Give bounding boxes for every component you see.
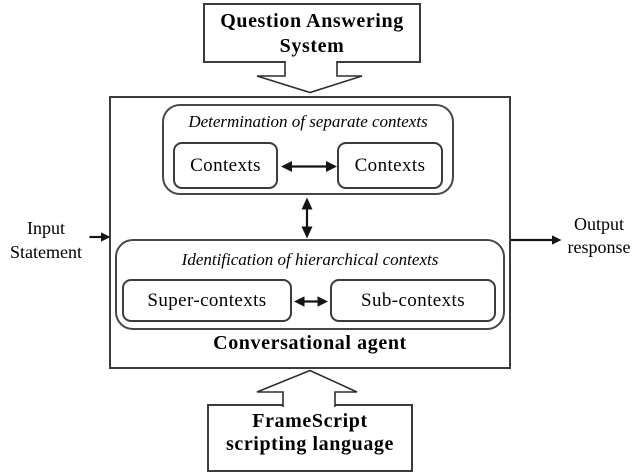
contexts-right-label: Contexts xyxy=(354,154,426,176)
framescript-to-agent-block-arrow-icon xyxy=(256,369,358,407)
framescript-box: FrameScript scripting language xyxy=(207,404,413,472)
contexts-left-box: Contexts xyxy=(173,142,278,189)
question-answering-system-label-line1: Question Answering xyxy=(220,10,404,32)
question-answering-system-label-line2: System xyxy=(279,35,345,57)
output-response-label: Output response xyxy=(558,213,640,259)
separate-contexts-group-title: Determination of separate contexts xyxy=(188,112,428,131)
output-label-line2: response xyxy=(567,237,631,257)
sub-contexts-box: Sub-contexts xyxy=(330,279,496,322)
contexts-right-box: Contexts xyxy=(337,142,443,189)
super-contexts-box: Super-contexts xyxy=(122,279,292,322)
framescript-label-line2: scripting language xyxy=(225,433,395,455)
super-contexts-label: Super-contexts xyxy=(147,289,267,311)
output-arrow-icon xyxy=(511,235,562,245)
sub-contexts-label: Sub-contexts xyxy=(360,289,465,311)
input-label-line1: Input xyxy=(27,218,65,238)
input-arrow-icon xyxy=(89,232,111,242)
qa-to-agent-block-arrow-icon xyxy=(256,61,363,94)
conversational-agent-caption: Conversational agent xyxy=(213,332,407,354)
framescript-label-line1: FrameScript xyxy=(252,410,368,432)
input-label-line2: Statement xyxy=(10,242,82,262)
question-answering-system-box: Question Answering System xyxy=(203,3,421,63)
output-label-line1: Output xyxy=(573,214,624,234)
hierarchical-contexts-group-title: Identification of hierarchical contexts xyxy=(181,250,439,269)
contexts-left-label: Contexts xyxy=(190,154,261,176)
input-statement-label: Input Statement xyxy=(0,216,92,264)
